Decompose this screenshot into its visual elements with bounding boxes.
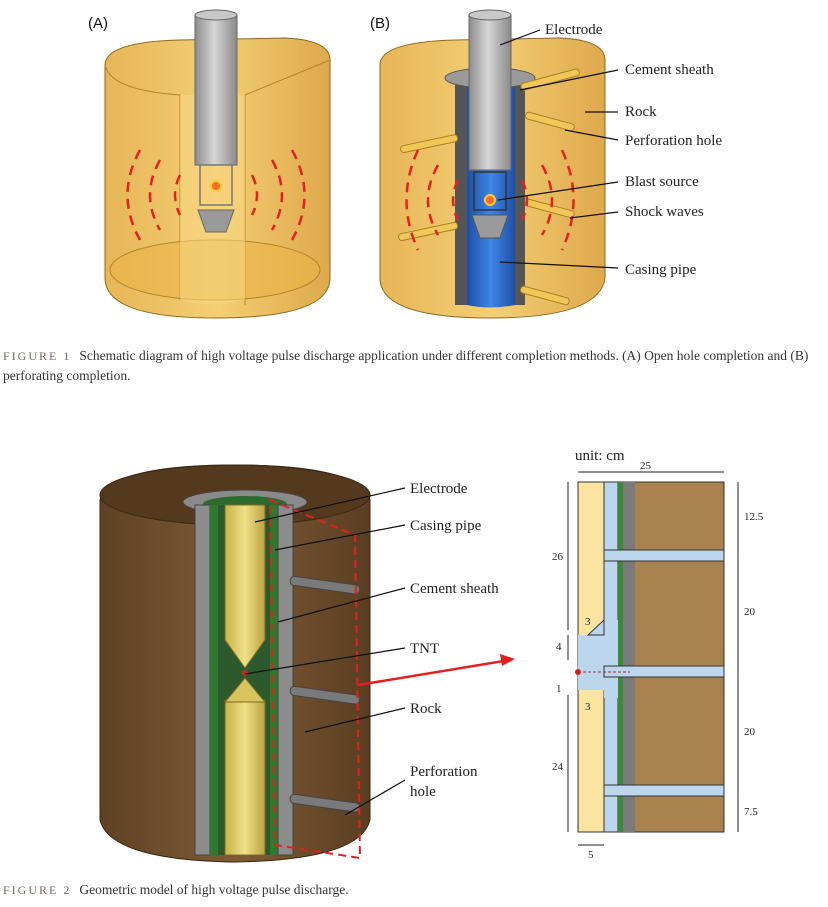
open-hole-model [104, 9, 331, 319]
figure-2-illustration: Electrode Casing pipe Cement sheath TNT … [99, 448, 764, 863]
figure-2-caption-text: Geometric model of high voltage pulse di… [79, 882, 349, 897]
dim-cone-width-bottom: 3 [585, 701, 591, 713]
figure-1-illustration: (A) (B) [88, 9, 722, 319]
dim-cone-width-top: 3 [585, 616, 591, 628]
dim-gap: 1 [556, 683, 562, 695]
fig2-label-perforation: Perforation [410, 764, 478, 780]
panel-b-label: (B) [370, 15, 390, 32]
label-electrode: Electrode [545, 22, 603, 38]
fig2-label-electrode: Electrode [410, 481, 468, 497]
unit-label: unit: cm [575, 448, 625, 464]
dim-top-gap: 12.5 [744, 511, 764, 523]
fig2-label-rock: Rock [410, 701, 442, 717]
figure-2-caption: FIGURE 2 Geometric model of high voltage … [3, 880, 823, 900]
figure-1-caption-text: Schematic diagram of high voltage pulse … [3, 348, 809, 383]
dim-upper-electrode: 26 [552, 551, 564, 563]
fig2-label-hole: hole [410, 784, 436, 800]
label-cement-sheath: Cement sheath [625, 62, 714, 78]
fig2-label-cement-sheath: Cement sheath [410, 581, 499, 597]
label-shock-waves: Shock waves [625, 204, 704, 220]
fig2-label-tnt: TNT [410, 641, 439, 657]
dim-spacing-2: 20 [744, 726, 756, 738]
dim-top-width: 25 [640, 460, 652, 472]
dim-lower-electrode: 24 [552, 761, 564, 773]
label-blast-source: Blast source [625, 174, 699, 190]
3d-geometric-model [99, 464, 515, 863]
panel-a-label: (A) [88, 15, 108, 32]
fig2-label-casing-pipe: Casing pipe [410, 518, 482, 534]
dim-bottom-width: 5 [588, 849, 594, 861]
figure-2-number: FIGURE 2 [3, 883, 72, 897]
label-rock: Rock [625, 104, 657, 120]
dim-cone-height: 4 [556, 641, 562, 653]
dim-spacing-1: 20 [744, 606, 756, 618]
cross-section-diagram [567, 471, 739, 846]
perforated-model [379, 9, 619, 319]
label-perforation-hole: Perforation hole [625, 133, 722, 149]
label-casing-pipe: Casing pipe [625, 262, 697, 278]
dim-bottom-gap: 7.5 [744, 806, 758, 818]
figure-1-number: FIGURE 1 [3, 349, 72, 363]
